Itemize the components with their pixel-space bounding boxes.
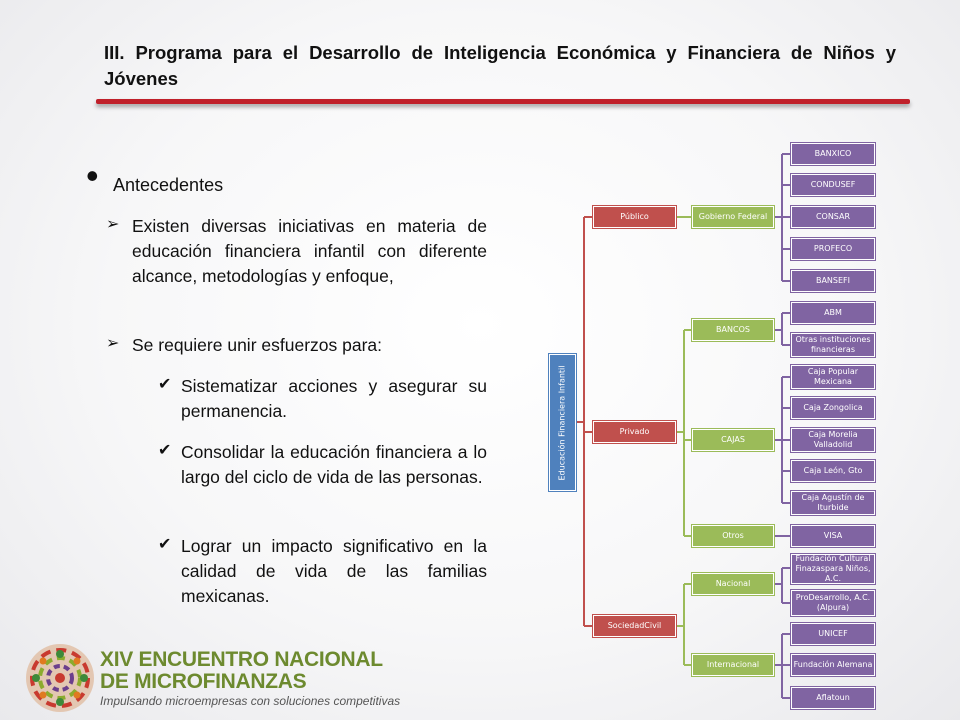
- org-node-otras-instituciones: Otras instituciones financieras: [791, 333, 875, 357]
- section-heading: Antecedentes: [113, 175, 224, 195]
- org-node-caja-popular: Caja Popular Mexicana: [791, 365, 875, 389]
- title-underline: [96, 99, 910, 104]
- org-node-otros: Otros: [692, 525, 774, 547]
- check-icon: ✔: [158, 536, 172, 553]
- encuentro-logo-icon: [26, 644, 94, 712]
- org-node-consar: CONSAR: [791, 206, 875, 228]
- org-node-cajas: CAJAS: [692, 429, 774, 451]
- slide-title: III. Programa para el Desarrollo de Inte…: [104, 42, 896, 89]
- org-node-nacional: Nacional: [692, 573, 774, 595]
- org-node-privado: Privado: [593, 421, 676, 443]
- check-icon: ✔: [158, 376, 172, 393]
- bullet-systematize: Sistematizar acciones y asegurar su perm…: [181, 376, 487, 421]
- org-node-fundacion-alemana: Fundación Alemana: [791, 654, 875, 676]
- logo-title-line2: DE MICROFINANZAS: [100, 670, 307, 693]
- logo-tagline: Impulsando microempresas con soluciones …: [100, 694, 401, 708]
- org-node-abm: ABM: [791, 302, 875, 324]
- org-node-condusef: CONDUSEF: [791, 174, 875, 196]
- bullet-consolidate: Consolidar la educación financiera a lo …: [181, 442, 487, 487]
- org-node-internacional: Internacional: [692, 654, 774, 676]
- org-node-root: Educación Financiera Infantil: [549, 354, 576, 491]
- bullet-initiatives: Existen diversas iniciativas en materia …: [132, 216, 487, 286]
- org-node-bancos: BANCOS: [692, 319, 774, 341]
- org-node-caja-zongolica: Caja Zongolica: [791, 397, 875, 419]
- org-node-publico: Público: [593, 206, 676, 228]
- org-node-caja-leon: Caja León, Gto: [791, 460, 875, 482]
- org-node-profeco: PROFECO: [791, 238, 875, 260]
- check-icon: ✔: [158, 442, 172, 459]
- logo-title-line1: XIV ENCUENTRO NACIONAL: [100, 648, 383, 671]
- arrow-bullet-icon: ➢: [106, 335, 120, 352]
- org-node-fundacion-cultural: Fundación Cultural Finazaspara Niños, A.…: [791, 554, 875, 584]
- bullet-dot-icon: •: [86, 155, 99, 196]
- org-node-visa: VISA: [791, 525, 875, 547]
- org-node-gobierno-federal: Gobierno Federal: [692, 206, 774, 228]
- org-node-sociedad-civil: SociedadCivil: [593, 615, 676, 637]
- bullet-impact: Lograr un impacto significativo en la ca…: [181, 536, 487, 606]
- arrow-bullet-icon: ➢: [106, 216, 120, 233]
- org-node-caja-morelia: Caja Morelia Valladolid: [791, 428, 875, 452]
- org-node-aflatoun: Aflatoun: [791, 687, 875, 709]
- org-node-banxico: BANXICO: [791, 143, 875, 165]
- org-node-caja-agustin: Caja Agustín de Iturbide: [791, 491, 875, 515]
- bullet-unite-efforts: Se requiere unir esfuerzos para:: [132, 335, 382, 355]
- org-node-prodesarrollo: ProDesarrollo, A.C. (Alpura): [791, 590, 875, 616]
- org-node-bansefi: BANSEFI: [791, 270, 875, 292]
- org-node-unicef: UNICEF: [791, 623, 875, 645]
